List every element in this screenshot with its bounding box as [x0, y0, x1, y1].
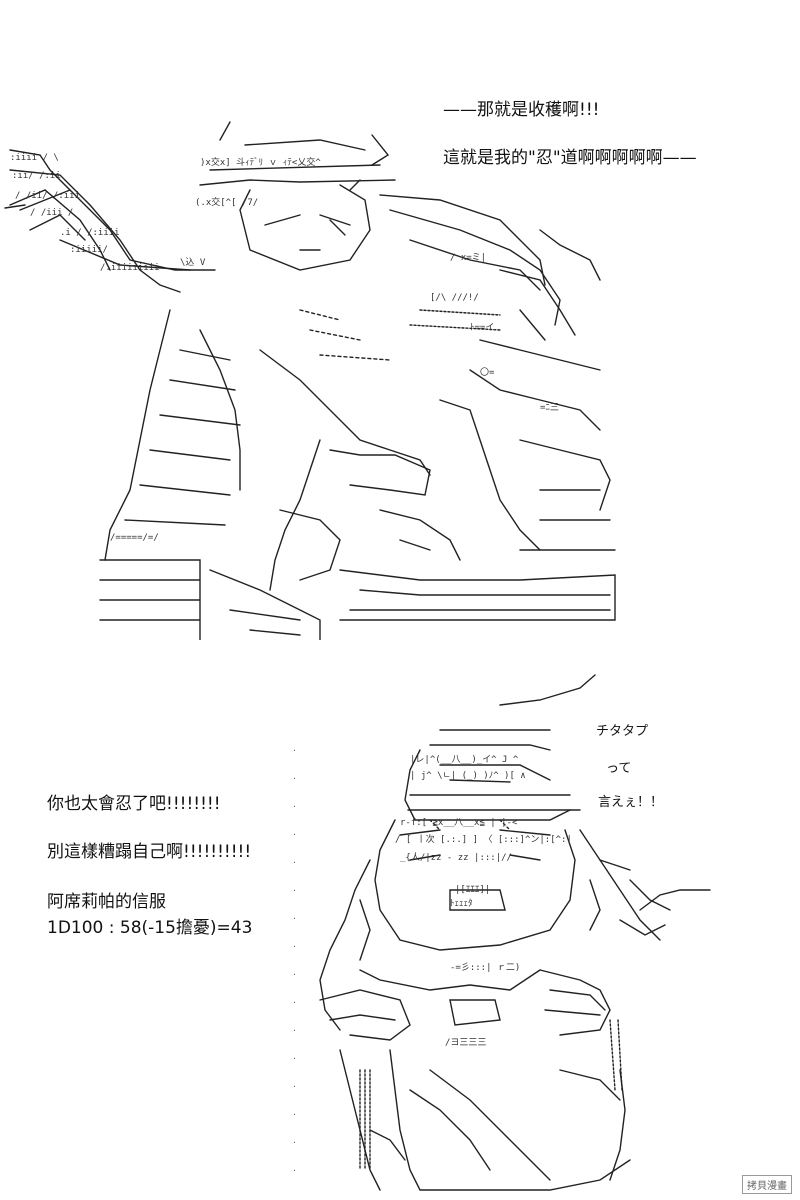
- svg-text:-=彡:::| ｒ二): -=彡:::| ｒ二): [450, 962, 520, 973]
- svg-text:[/\ ///!/: [/\ ///!/: [430, 293, 479, 303]
- svg-text:/ヨ三三三: /ヨ三三三: [445, 1038, 486, 1048]
- watermark: 拷貝漫畫: [742, 1175, 792, 1194]
- aa-figure-swinging: :iiii / \ :ii/ /:ii / /ii/ /:iii / /iii …: [0, 110, 640, 640]
- sfx-tte: って: [606, 761, 632, 776]
- sfx-chitatapu: チタタプ: [596, 724, 649, 739]
- divider-dots-left: . . . . . . . . . . . . . . . .: [292, 744, 297, 1173]
- svg-text:=ﾆ三: =ﾆ三: [540, 403, 559, 413]
- svg-text:/ /iii /: / /iii /: [30, 208, 73, 218]
- aa-figure-crouching: |レ|^(__八__)_イ^ J ^ | j^ \ㄴ| (_) )ﾉ^ )[ ∧…: [300, 670, 720, 1195]
- svg-text:(.x交[^[ /7/: (.x交[^[ /7/: [195, 196, 258, 208]
- bottom-dialogue-line-2: 別這樣糟蹋自己啊!!!!!!!!!!: [47, 842, 252, 862]
- top-dialogue-line-2: 這就是我的"忍"道啊啊啊啊啊——: [443, 148, 697, 168]
- svg-text:/ /ii/ /:iii: / /ii/ /:iii: [15, 191, 80, 201]
- bottom-dialogue-line-4: 1D100 : 58(-15擔憂)=43: [47, 918, 253, 938]
- sfx-ieee: 言えぇ！！: [598, 795, 664, 810]
- svg-text::ii/ /:ii: :ii/ /:ii: [12, 171, 61, 181]
- svg-text::iiiii/: :iiiii/: [70, 245, 108, 255]
- aa-figure-crouching-drawing: |レ|^(__八__)_イ^ J ^ | j^ \ㄴ| (_) )ﾉ^ )[ ∧…: [319, 674, 711, 1191]
- svg-text:r-f:[ ≧x__八__x≦ | |-<: r-f:[ ≧x__八__x≦ | |-<: [400, 818, 518, 828]
- bottom-dialogue-line-3: 阿席莉帕的信服: [47, 892, 166, 912]
- top-dialogue-line-1: ——那就是收穫啊!!!: [443, 100, 600, 120]
- svg-text:| j^ \ㄴ| (_) )ﾉ^ )[ ∧: | j^ \ㄴ| (_) )ﾉ^ )[ ∧: [410, 771, 526, 781]
- svg-text:|レ|^(__八__)_イ^ J ^: |レ|^(__八__)_イ^ J ^: [410, 755, 519, 765]
- svg-text:/:iiiiiiiii: /:iiiiiiiii: [100, 263, 160, 273]
- svg-text::iiii / \: :iiii / \: [10, 153, 59, 163]
- svg-text:ﾄｪｪｪﾀ: ﾄｪｪｪﾀ: [450, 898, 473, 909]
- svg-text:)x交x] 斗ｨﾃﾞﾘ ｖ ｨﾃ<乂交^: )x交x] 斗ｨﾃﾞﾘ ｖ ｨﾃ<乂交^: [200, 156, 321, 168]
- svg-text:\込 V: \込 V: [180, 257, 206, 268]
- svg-text:ﾄ==イ: ﾄ==イ: [470, 323, 494, 333]
- svg-text:/ [ 丨次 [.:.] ] 〈 [:::]^ン|:[^:: / [ 丨次 [.:.] ] 〈 [:::]^ン|:[^:|: [395, 833, 572, 845]
- bottom-dialogue-line-1: 你也太會忍了吧!!!!!!!!: [47, 794, 221, 814]
- svg-text:〇=: 〇=: [480, 367, 495, 378]
- svg-text:/=====/=/: /=====/=/: [110, 533, 159, 543]
- svg-text:_{人/|zz - zz |:::|//: _{人/|zz - zz |:::|//: [400, 852, 512, 863]
- svg-text:/ x=ミ|: / x=ミ|: [450, 253, 486, 263]
- svg-text:.i / /:iiii: .i / /:iiii: [60, 228, 120, 238]
- svg-text:|[ｴｴｴ]|: |[ｴｴｴ]|: [455, 885, 490, 895]
- aa-figure-swinging-drawing: :iiii / \ :ii/ /:ii / /ii/ /:iii / /iii …: [4, 121, 616, 640]
